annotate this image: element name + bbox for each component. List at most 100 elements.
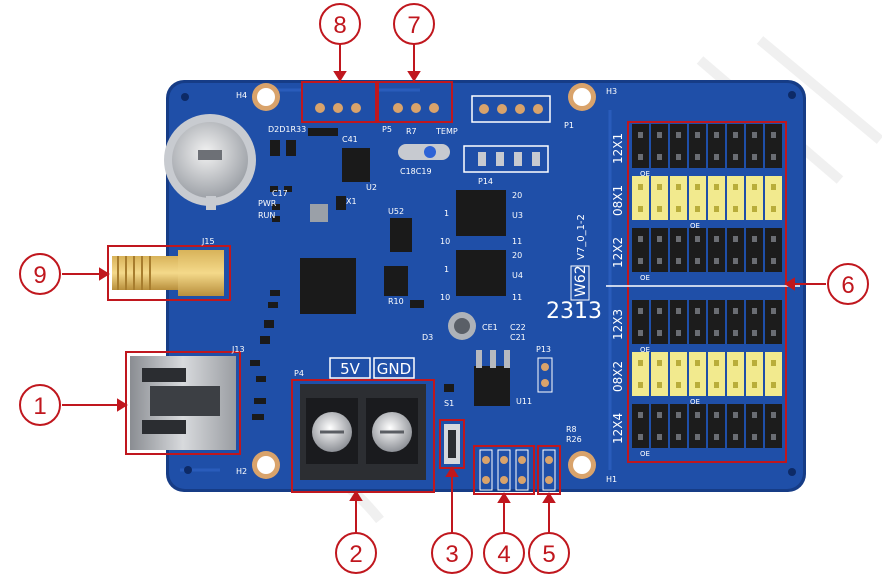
header-pin [657, 206, 662, 212]
svg-text:3: 3 [445, 541, 458, 568]
pin-1-u3: 1 [444, 209, 449, 218]
header-pin-pair [708, 352, 725, 396]
ref-r7: R7 [406, 127, 417, 136]
ref-c22: C22 [510, 323, 526, 332]
header-pin [695, 132, 700, 138]
header-pin [733, 236, 738, 242]
header-pin [676, 434, 681, 440]
ref-h4: H4 [236, 91, 247, 100]
header-pin [771, 236, 776, 242]
header-pin [714, 434, 719, 440]
header-pin-pair [689, 228, 706, 272]
ref-c21: C21 [510, 333, 526, 342]
header-pin-pair [765, 300, 782, 344]
header-pin-pair [765, 176, 782, 220]
header-pin [771, 330, 776, 336]
ref-p13: P13 [536, 345, 551, 354]
header-pin [714, 206, 719, 212]
svg-text:1: 1 [33, 393, 46, 420]
header-pin [733, 330, 738, 336]
ref-c18c19: C18C19 [400, 167, 432, 176]
header-pin [714, 412, 719, 418]
header-pin [771, 434, 776, 440]
header-label-08x2: 08X2 [611, 361, 625, 392]
usb-port [125, 351, 241, 455]
header-pin-pair [651, 404, 668, 448]
callout-badges: 1 2 3 4 5 6 7 8 9 [19, 3, 869, 574]
header-pin [638, 360, 643, 366]
header-pin-pair [632, 124, 649, 168]
header-pin [638, 206, 643, 212]
header-label-12x2: 12X2 [611, 237, 625, 268]
header-pin [752, 330, 757, 336]
oe-label: OE [640, 274, 650, 282]
ref-s1: S1 [444, 399, 454, 408]
header-pin-pair [632, 300, 649, 344]
header-pin [752, 360, 757, 366]
header-pin [676, 330, 681, 336]
header-pin [676, 154, 681, 160]
header-pin-pair [670, 404, 687, 448]
ref-ce1: CE1 [482, 323, 498, 332]
pin-11-u3: 11 [512, 237, 522, 246]
callout-8: 8 [319, 3, 361, 45]
header-pin-pair [651, 124, 668, 168]
header-pin [657, 434, 662, 440]
header-pin-pair [727, 404, 744, 448]
header-pin-pair [765, 404, 782, 448]
ref-c17: C17 [272, 189, 288, 198]
header-pin-pair [689, 124, 706, 168]
ref-r26: R26 [566, 435, 582, 444]
header-pin [695, 154, 700, 160]
callout-lines [62, 44, 826, 540]
header-pin-pair [689, 176, 706, 220]
header-pin-pair [765, 228, 782, 272]
header-pin-pair [765, 124, 782, 168]
callout-4: 4 [483, 532, 525, 574]
header-label-08x1: 08X1 [611, 185, 625, 216]
header-pin [771, 132, 776, 138]
header-pin-pair [746, 300, 763, 344]
header-pin-pair [670, 228, 687, 272]
header-pin [771, 308, 776, 314]
header-pin-pair [670, 300, 687, 344]
header-pin-pair [765, 352, 782, 396]
jumper-pins [473, 445, 535, 495]
ref-p14: P14 [478, 177, 493, 186]
header-pin-pair [632, 228, 649, 272]
header-pin [657, 236, 662, 242]
header-pin-pair [727, 124, 744, 168]
callout-3: 3 [431, 532, 473, 574]
callout-9: 9 [19, 253, 61, 295]
header-pin [733, 412, 738, 418]
ref-h1: H1 [606, 475, 617, 484]
ref-u3: U3 [512, 211, 523, 220]
header-pin [771, 184, 776, 190]
header-pin [733, 154, 738, 160]
ref-d3: D3 [422, 333, 433, 342]
header-pin [733, 308, 738, 314]
header-pin [676, 236, 681, 242]
header-pin [695, 258, 700, 264]
header-pin [714, 184, 719, 190]
header-pin-pair [689, 404, 706, 448]
header-pin [676, 184, 681, 190]
header-pin [676, 132, 681, 138]
header-pin [752, 154, 757, 160]
header-pin-pair [708, 228, 725, 272]
oe-label: OE [640, 346, 650, 354]
oe-label: OE [640, 170, 650, 178]
header-pin-pair [708, 300, 725, 344]
ref-temp: TEMP [435, 127, 458, 136]
header-pin-pair [746, 404, 763, 448]
header-pin-pair [708, 124, 725, 168]
header-pin-pair [727, 176, 744, 220]
header-pin [752, 206, 757, 212]
header-pin-pair [632, 352, 649, 396]
header-pin-pair [727, 352, 744, 396]
header-pin [752, 184, 757, 190]
header-pin [657, 154, 662, 160]
